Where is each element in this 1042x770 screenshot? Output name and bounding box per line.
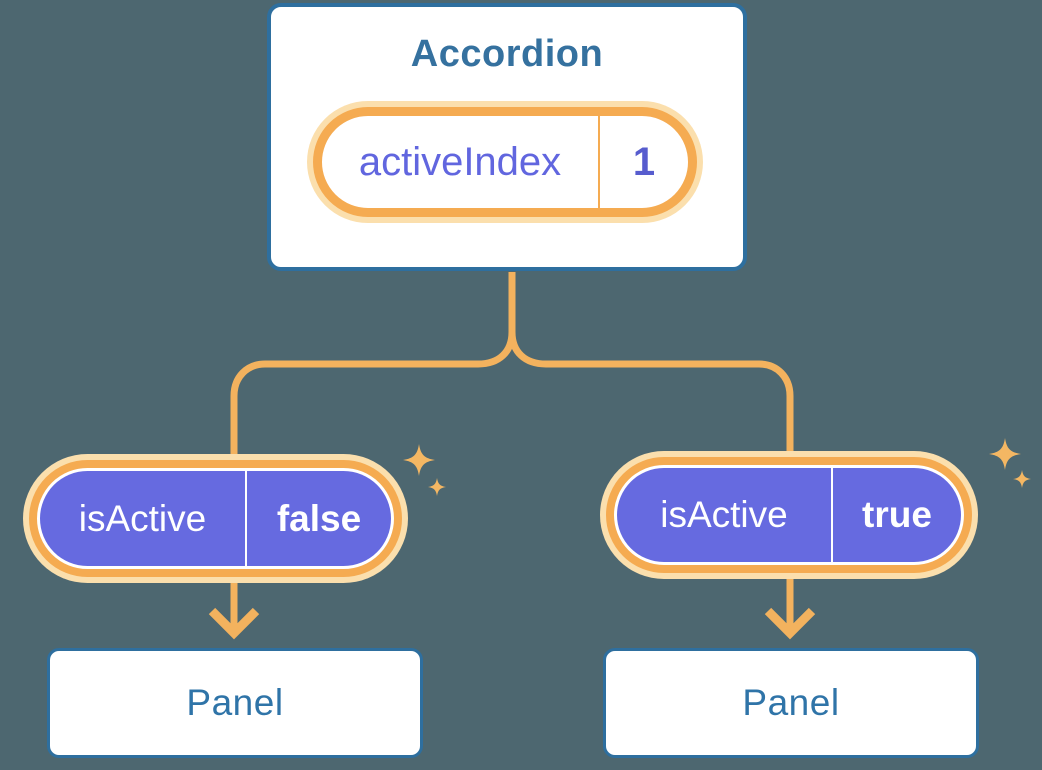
prop-pill-isactive-false: isActive false (23, 454, 408, 583)
sparkle-icon (989, 438, 1021, 470)
prop-name: isActive (660, 494, 788, 535)
pill-glow: activeIndex 1 (307, 101, 703, 223)
pill-glow: isActive false (23, 454, 408, 583)
pill-ring: activeIndex 1 (313, 107, 697, 217)
pill-divider (245, 471, 247, 566)
state-name: activeIndex (358, 139, 562, 184)
panel-title: Panel (186, 682, 284, 723)
accordion-title: Accordion (410, 33, 604, 75)
prop-pill-isactive-true: isActive true (600, 451, 978, 579)
pill-body: isActive false (40, 471, 391, 566)
arrow-left-head-icon (208, 607, 260, 640)
panel-title: Panel (742, 682, 840, 723)
pill-divider (831, 468, 833, 562)
state-pill-activeindex: activeIndex 1 (307, 101, 703, 223)
pill-divider (598, 116, 600, 208)
sparkle-icon (1013, 470, 1031, 488)
pill-ring: isActive false (29, 460, 402, 577)
pill-glow: isActive true (600, 451, 978, 579)
sparkle-icon (428, 478, 446, 496)
branch-right-line (508, 272, 794, 520)
panel-node-right: Panel (603, 648, 979, 758)
state-value: 1 (632, 139, 656, 184)
prop-value: false (276, 497, 362, 539)
prop-value: true (862, 494, 932, 535)
prop-name: isActive (78, 497, 207, 539)
panel-node-left: Panel (47, 648, 423, 758)
branch-left-line (230, 272, 516, 520)
pill-ring: isActive true (606, 457, 972, 573)
pill-body: isActive true (617, 468, 961, 562)
arrow-right-head-icon (764, 607, 816, 640)
sparkle-icon (403, 444, 435, 476)
